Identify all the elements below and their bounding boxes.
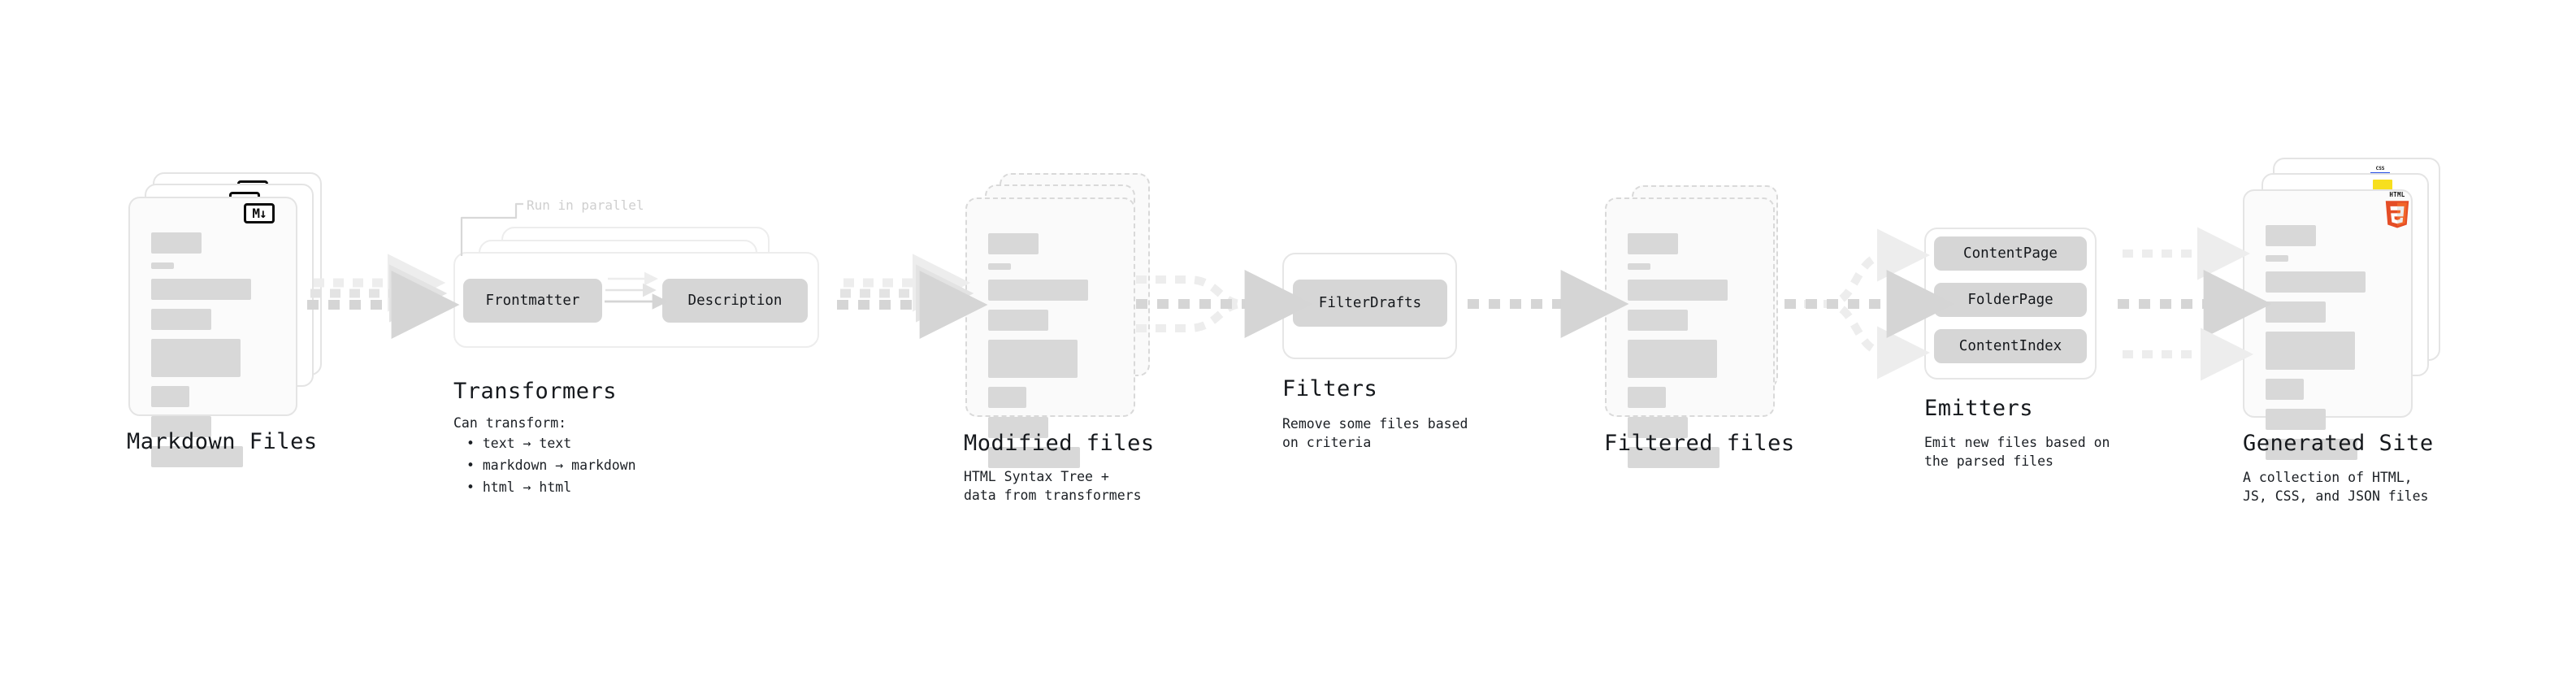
arrow-filtered-to-emitters — [1785, 228, 1955, 380]
stage-subtitle-emitters: Emit new files based on the parsed files — [1924, 435, 2110, 469]
doc-placeholder-bars — [988, 233, 1116, 477]
run-in-parallel-label: Run in parallel — [527, 197, 644, 213]
html5-badge: HTML — [2383, 191, 2412, 230]
modified-card-front — [965, 197, 1135, 468]
stage-title-generated-site: Generated Site — [2243, 431, 2434, 456]
transformer-bullet-1: • markdown → markdown — [466, 458, 636, 473]
doc-placeholder-bars — [1628, 233, 1755, 477]
css3-badge-label: CSS — [2370, 165, 2390, 172]
stage-title-filtered-files: Filtered files — [1604, 431, 1795, 456]
emitter-node-folderpage[interactable]: FolderPage — [1934, 283, 2087, 317]
stage-title-emitters: Emitters — [1924, 396, 2034, 421]
stage-title-markdown-files: Markdown Files — [127, 429, 318, 454]
stage-subtitle-generated-site: A collection of HTML, JS, CSS, and JSON … — [2243, 470, 2429, 504]
transformer-bullet-2: • html → html — [466, 479, 572, 495]
transformer-node-description[interactable]: Description — [662, 279, 808, 323]
arrow-emitters-to-site — [2118, 227, 2272, 381]
transformer-node-frontmatter[interactable]: Frontmatter — [463, 279, 602, 323]
arrow-modified-to-filters — [1136, 270, 1313, 338]
emitter-node-contentpage[interactable]: ContentPage — [1934, 236, 2087, 271]
html5-shield-icon — [2385, 201, 2409, 228]
filtered-card-front — [1605, 197, 1775, 468]
markdown-card-front — [128, 197, 297, 467]
emitter-node-contentindex[interactable]: ContentIndex — [1934, 329, 2087, 363]
stage-title-transformers: Transformers — [453, 379, 618, 404]
stage-title-modified-files: Modified files — [964, 431, 1155, 456]
markdown-badge: M↓ — [244, 203, 275, 223]
doc-placeholder-bars — [151, 232, 278, 476]
stage-subtitle-transformers: Can transform: — [453, 415, 567, 431]
transformer-bullet-0: • text → text — [466, 436, 572, 451]
stage-subtitle-filters: Remove some files based on criteria — [1282, 416, 1468, 450]
stage-title-filters: Filters — [1282, 376, 1378, 401]
html5-badge-label: HTML — [2389, 191, 2405, 198]
filter-node-filterdrafts[interactable]: FilterDrafts — [1293, 280, 1447, 327]
doc-placeholder-bars — [2266, 225, 2393, 469]
stage-subtitle-modified-files: HTML Syntax Tree + data from transformer… — [964, 469, 1142, 503]
arrow-transformers-to-modified — [837, 254, 988, 339]
